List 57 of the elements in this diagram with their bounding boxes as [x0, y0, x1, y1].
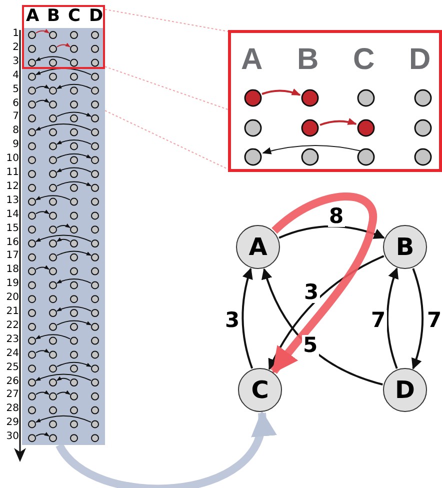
- row-number: 21: [6, 307, 19, 317]
- graph-node: A: [236, 225, 280, 269]
- row-number: 28: [6, 404, 19, 414]
- row-number: 20: [6, 293, 19, 304]
- leader-line: [104, 66, 228, 110]
- row-number: 30: [6, 432, 19, 442]
- row-number: 6: [12, 98, 19, 108]
- column-letter: D: [89, 8, 104, 25]
- row-number: 8: [12, 126, 19, 136]
- row-number: 17: [6, 251, 19, 262]
- edge-label: 3: [303, 282, 320, 303]
- edge-label: 8: [328, 206, 345, 227]
- row-number: 1: [12, 29, 19, 39]
- graph-node: C: [238, 368, 282, 412]
- arrow: [386, 267, 399, 369]
- row-number: 10: [6, 154, 19, 164]
- row-number: 15: [6, 224, 19, 234]
- zoom-inset: [228, 30, 442, 172]
- row-number: 2: [12, 42, 19, 53]
- arrow: [242, 268, 254, 369]
- row-number: 25: [6, 362, 19, 373]
- row-number: 29: [6, 418, 19, 428]
- arrow: [262, 268, 383, 386]
- row-number: 16: [6, 238, 19, 248]
- column-letter: C: [68, 8, 80, 25]
- row-number: 27: [6, 390, 19, 400]
- row-number: 23: [6, 334, 19, 345]
- row-number: 12: [6, 182, 19, 192]
- row-number: 24: [6, 348, 19, 359]
- column-letter: A: [241, 45, 263, 75]
- row-number: 3: [12, 56, 19, 67]
- row-number: 7: [12, 112, 19, 122]
- edge-label: 5: [302, 335, 319, 356]
- leader-line: [104, 8, 228, 32]
- row-number: 14: [6, 210, 19, 220]
- column-letter: B: [47, 8, 60, 25]
- arrow: [270, 192, 377, 374]
- graph-node: D: [383, 368, 427, 412]
- arrow: [268, 255, 384, 370]
- arrow: [411, 268, 424, 370]
- grid-panel: [22, 5, 105, 445]
- arrow: [278, 225, 385, 240]
- column-letter: B: [297, 45, 319, 75]
- column-letter: D: [409, 45, 431, 75]
- row-number: 26: [6, 376, 19, 386]
- graph-node: B: [383, 225, 427, 269]
- row-number: 19: [6, 279, 19, 290]
- row-number: 22: [6, 320, 19, 331]
- column-letter: C: [353, 45, 375, 75]
- row-number: 18: [6, 265, 19, 276]
- row-number: 9: [12, 140, 19, 150]
- row-number: 13: [6, 196, 19, 206]
- row-number: 11: [6, 168, 19, 178]
- leader-line: [104, 110, 228, 170]
- column-letter: A: [26, 8, 40, 25]
- row-number: 4: [12, 70, 19, 81]
- row-number: 5: [12, 84, 19, 95]
